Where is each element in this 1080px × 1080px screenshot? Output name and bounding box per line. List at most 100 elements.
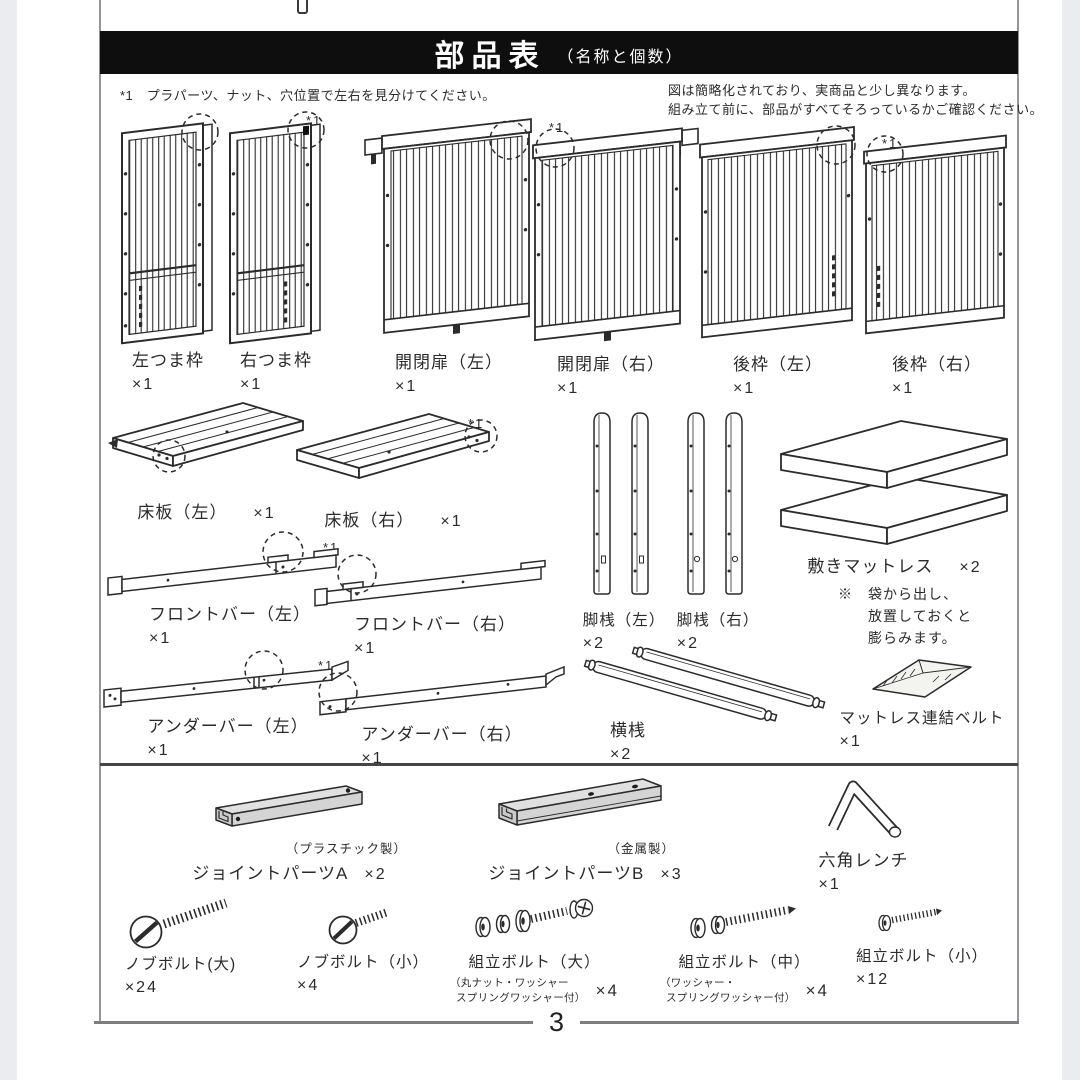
part-qty: ×1: [440, 513, 463, 530]
underbar-left-illustration: [103, 650, 349, 708]
part-underbar-left: アンダーバー（左） ×1: [102, 648, 354, 760]
part-door-left: 開閉扉（左） ×1: [360, 116, 538, 396]
part-name: ノブボルト（小）: [297, 954, 430, 971]
footer-rule-right: [580, 1020, 1019, 1024]
part-qty: ×1: [361, 750, 384, 767]
mattress-note: ※ 袋から出し、 放置しておくと 膨らみます。: [838, 586, 973, 646]
footer-rule-left: [94, 1020, 533, 1024]
part-qty: ×1: [395, 378, 418, 395]
part-name: 床板（右）: [324, 511, 415, 530]
part-name: 脚桟（右）: [676, 612, 760, 629]
frontbar-right-illustration: [313, 554, 546, 607]
part-name: 後枠（右）: [892, 355, 982, 374]
mattress-illustration: [779, 420, 1008, 545]
part-name: ノブボルト(大): [124, 956, 237, 973]
part-qty: ×1: [557, 380, 580, 397]
part-underbar-right: アンダーバー（右） ×1: [316, 652, 568, 768]
part-name: 敷きマットレス: [807, 557, 934, 576]
parts-table-header: 部品表 （名称と個数）: [100, 31, 1018, 74]
frontbar-left-illustration: [106, 531, 339, 596]
part-name: フロントバー（左）: [149, 605, 311, 624]
part-qty: ×1: [149, 630, 172, 647]
part-asm-bolt-small: 組立ボルト（小） ×12: [852, 900, 992, 989]
part-joint-b: （金属製） ジョイントパーツB ×3: [468, 774, 703, 884]
left-margin-strip: [0, 0, 17, 1080]
part-name: アンダーバー（左）: [147, 717, 309, 736]
note-simplified-figure: 図は簡略化されており、実商品と少し異なります。 組み立て前に、部品がすべてそろっ…: [668, 83, 1044, 117]
part-leg-left: 脚桟（左） ×2: [582, 406, 666, 653]
knob-bolt-small-illustration: [328, 908, 390, 945]
part-knob-bolt-large: ノブボルト(大) ×24: [118, 894, 243, 997]
part-name: マットレス連結ベルト: [839, 710, 1005, 727]
part-name: 床板（左）: [137, 503, 228, 522]
back-right-illustration: [863, 134, 1007, 335]
part-qty: ×1: [132, 376, 155, 393]
page-subtitle: （名称と個数）: [557, 48, 684, 66]
asm-bolt-large-note: （丸ナット・ワッシャー スプリングワッシャー付）: [450, 977, 586, 1004]
page-right-border: [1017, 0, 1019, 1021]
leg-right-illustration: [687, 412, 743, 595]
part-name: 組立ボルト（小）: [855, 948, 988, 965]
part-qty: ×1: [354, 640, 377, 657]
page-footer: 3: [94, 1007, 1019, 1037]
part-name: 組立ボルト（大）: [468, 954, 601, 971]
knob-bolt-large-illustration: [129, 898, 227, 949]
part-name: ジョイントパーツB: [488, 864, 645, 883]
part-qty: ×12: [855, 971, 890, 988]
note-left-right-distinction: *1 プラパーツ、ナット、穴位置で左右を見分けてください。: [120, 88, 496, 103]
part-name: 組立ボルト（中）: [678, 954, 811, 971]
part-frontbar-right: フロントバー（右） ×1: [310, 540, 560, 658]
hex-wrench-illustration: [827, 780, 901, 838]
joint-b-material: （金属製）: [607, 842, 675, 856]
part-qty: ×1: [892, 380, 915, 397]
page-number: 3: [548, 1006, 565, 1037]
crossbar-illustration: [582, 644, 826, 724]
part-asm-bolt-large: 組立ボルト（大） （丸ナット・ワッシャー スプリングワッシャー付） ×4: [450, 894, 619, 1006]
part-name: アンダーバー（右）: [361, 725, 523, 744]
part-qty: ×24: [124, 979, 158, 996]
asm-bolt-medium-illustration: [689, 906, 796, 939]
part-qty: ×4: [297, 977, 320, 994]
belt-illustration: [872, 659, 972, 698]
part-qty: ×1: [733, 380, 756, 397]
part-name: 右つま枠: [240, 351, 312, 370]
part-tsuma-left: 左つま枠 ×1: [112, 112, 224, 394]
floor-left-illustration: [107, 402, 304, 473]
part-name: フロントバー（右）: [354, 615, 516, 634]
part-name: 六角レンチ: [818, 851, 909, 870]
part-back-right: 後枠（右） ×1: [858, 132, 1016, 398]
page-title: 部品表: [434, 39, 546, 73]
page-left-border: [99, 0, 101, 1021]
part-name: 左つま枠: [132, 351, 204, 370]
part-name: 横桟: [610, 721, 646, 740]
part-qty: ×2: [582, 635, 605, 652]
part-tsuma-right: 右つま枠 ×1: [220, 111, 332, 394]
tsuma-left-illustration: [120, 113, 219, 345]
part-back-left: 後枠（左） ×1: [692, 124, 864, 398]
part-frontbar-left: フロントバー（左） ×1: [106, 530, 354, 648]
asm-bolt-medium-note: （ワッシャー・ スプリングワッシャー付）: [660, 977, 796, 1004]
part-knob-bolt-small: ノブボルト（小） ×4: [297, 898, 430, 995]
part-qty: ×2: [959, 559, 982, 576]
door-right-illustration: [532, 127, 699, 342]
part-name: 開閉扉（右）: [557, 355, 665, 374]
part-qty: ×1: [147, 742, 170, 759]
asm-bolt-small-illustration: [878, 908, 942, 932]
part-qty: ×2: [610, 746, 633, 763]
part-qty: ×4: [595, 981, 619, 1000]
part-leg-right: 脚桟（右） ×2: [676, 406, 760, 653]
previous-section-remnant: [297, 0, 308, 14]
part-qty: ×2: [364, 866, 387, 883]
joint-a-illustration: [214, 785, 363, 827]
asm-bolt-large-illustration: [475, 898, 594, 938]
ref1-marker-back-right: *1: [882, 136, 899, 151]
part-door-right: 開閉扉（右） ×1: [522, 122, 700, 398]
leg-left-illustration: [593, 412, 649, 595]
ref1-marker-door-right: *1: [549, 120, 566, 135]
tsuma-right-illustration: [228, 111, 325, 345]
part-qty: ×1: [253, 505, 276, 522]
part-floor-right: 床板（右） ×1: [286, 400, 501, 531]
right-margin-strip: [1062, 0, 1080, 1080]
part-belt: マットレス連結ベルト ×1: [826, 652, 1018, 751]
